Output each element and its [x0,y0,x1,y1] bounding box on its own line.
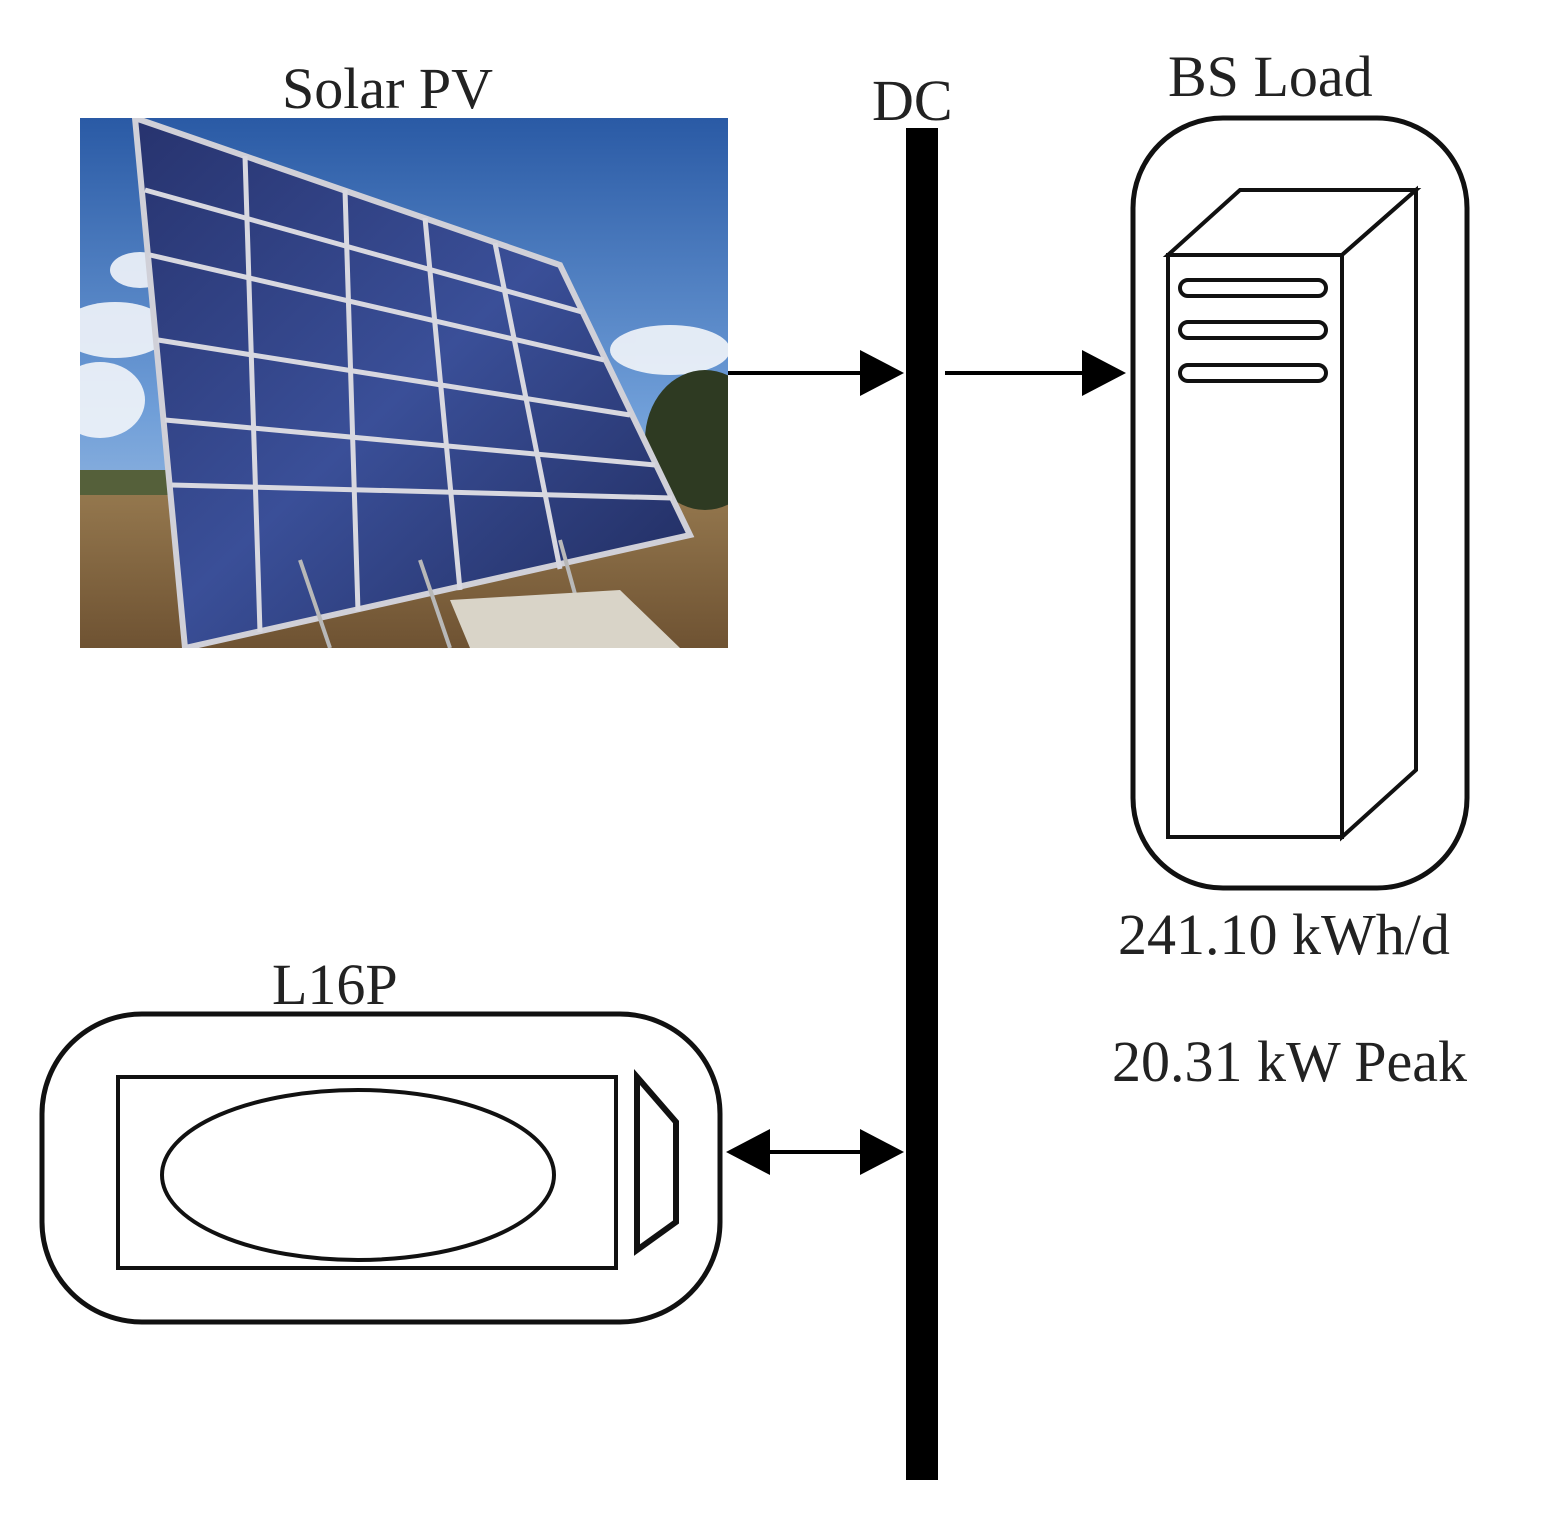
dc-bus-label: DC [872,68,953,133]
arrow-dc-to-load [945,350,1126,396]
bs-load-label: BS Load [1168,44,1373,109]
load-peak-value: 20.31 kW Peak [1112,1029,1467,1094]
server-cabinet-icon [1130,115,1470,891]
arrow-solar-to-dc [728,350,904,396]
battery-label: L16P [272,952,398,1017]
battery-icon [39,1011,723,1325]
solar-pv-photo [80,118,728,648]
solar-array [131,118,695,648]
solar-pv-label: Solar PV [282,56,494,121]
dc-bus-bar [906,128,938,1480]
arrow-battery-dc-bidirectional [726,1129,904,1175]
load-energy-value: 241.10 kWh/d [1118,902,1450,967]
